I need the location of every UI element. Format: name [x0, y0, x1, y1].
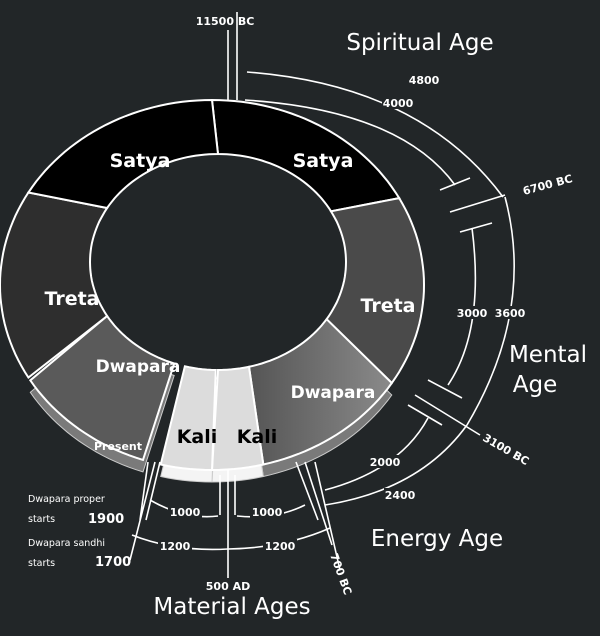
label-present: Present [94, 440, 142, 453]
yuga-ring [0, 98, 426, 472]
duration-1000-right: 1000 [252, 506, 283, 519]
dwapara-proper-label: Dwapara proper [28, 494, 105, 505]
ring-segment-satya-left [26, 98, 220, 210]
label-dwapara-right: Dwapara [291, 383, 376, 403]
label-kali-right: Kali [237, 426, 278, 448]
duration-1200-left: 1200 [160, 540, 191, 553]
label-treta-left: Treta [44, 288, 99, 310]
label-satya-left: Satya [110, 150, 171, 172]
ring-segment-kali-left [159, 365, 217, 472]
age-material: Material Ages [153, 594, 310, 620]
age-energy: Energy Age [371, 526, 503, 552]
dwapara-sandhi-starts: starts [28, 558, 55, 569]
duration-4000: 4000 [383, 97, 414, 110]
age-mental-line2: Age [513, 372, 557, 398]
duration-3000: 3000 [457, 307, 488, 320]
dwapara-proper-year: 1900 [88, 512, 124, 527]
arc-4000 [244, 99, 456, 186]
dwapara-sandhi-label: Dwapara sandhi [28, 538, 105, 549]
dwapara-proper-starts: starts [28, 514, 55, 525]
date-3100bc: 3100 BC [481, 431, 532, 468]
label-treta-right: Treta [360, 295, 415, 317]
dimension-lines [129, 12, 515, 578]
date-6700bc: 6700 BC [521, 172, 574, 198]
duration-4800: 4800 [409, 74, 440, 87]
duration-2400: 2400 [385, 489, 416, 502]
arc-2400 [324, 424, 468, 506]
duration-1200-right: 1200 [265, 540, 296, 553]
duration-2000: 2000 [370, 456, 401, 469]
label-dwapara-left: Dwapara [96, 357, 181, 377]
age-mental-line1: Mental [509, 342, 587, 368]
duration-3600: 3600 [495, 307, 526, 320]
date-700bc: 700 BC [327, 552, 354, 597]
duration-1000-left: 1000 [170, 506, 201, 519]
date-500ad: 500 AD [206, 580, 250, 593]
label-kali-left: Kali [177, 426, 218, 448]
arc-4800 [246, 71, 504, 198]
dwapara-sandhi-year: 1700 [95, 555, 131, 570]
age-spiritual: Spiritual Age [346, 30, 493, 56]
label-satya-right: Satya [293, 150, 354, 172]
date-11500bc: 11500 BC [196, 15, 255, 28]
ring-segment-kali-right [210, 365, 265, 472]
